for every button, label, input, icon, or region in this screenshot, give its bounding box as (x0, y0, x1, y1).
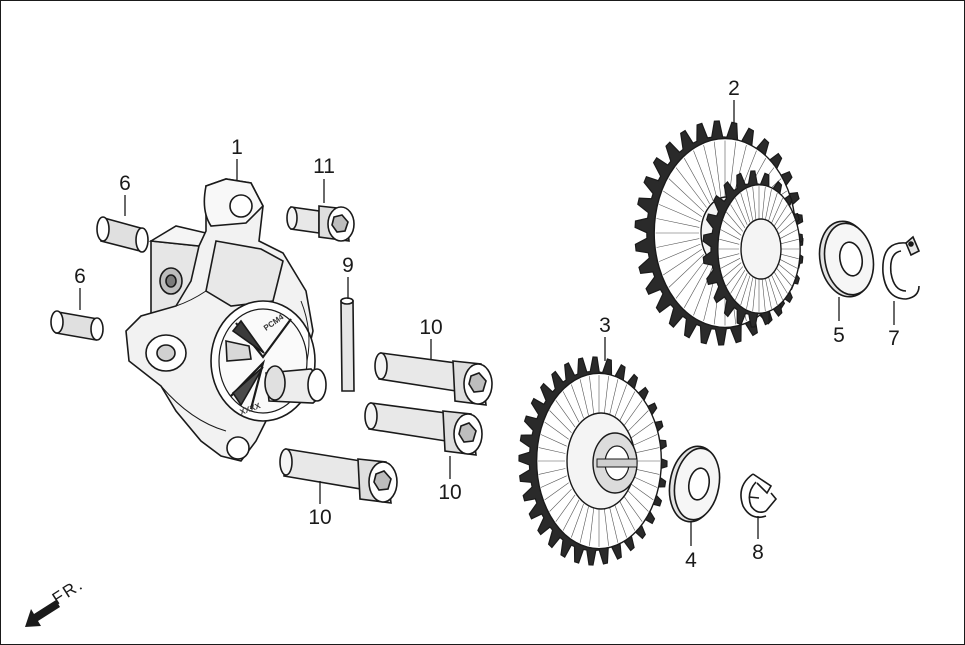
collar-lower (50, 310, 104, 341)
front-arrow-icon (25, 600, 60, 627)
bolt-upper (374, 352, 493, 406)
callout-10a: 10 (419, 316, 442, 339)
collar-upper (96, 216, 149, 253)
pin (340, 297, 355, 392)
callout-8: 8 (752, 541, 764, 564)
washer-lower (668, 445, 721, 523)
callout-3: 3 (599, 314, 611, 337)
circlip-upper (882, 235, 921, 300)
washer-upper (818, 220, 875, 298)
bolt-short (286, 205, 355, 242)
circlip-lower (740, 473, 778, 519)
callout-10c: 10 (308, 506, 331, 529)
pump-body (125, 178, 327, 462)
drive-gear (518, 356, 668, 566)
callout-9: 9 (342, 254, 354, 277)
callout-6a: 6 (119, 172, 131, 195)
callout-5: 5 (833, 324, 845, 347)
callout-6b: 6 (74, 265, 86, 288)
callout-11: 11 (313, 155, 335, 178)
callout-2: 2 (728, 77, 740, 100)
callout-7: 7 (888, 327, 900, 350)
large-gear (634, 120, 804, 346)
bolt-middle (364, 402, 483, 456)
callout-4: 4 (685, 549, 697, 572)
bolt-lower (279, 448, 398, 504)
callout-1: 1 (231, 136, 243, 159)
callout-10b: 10 (438, 481, 461, 504)
leader-lines (79, 100, 895, 546)
